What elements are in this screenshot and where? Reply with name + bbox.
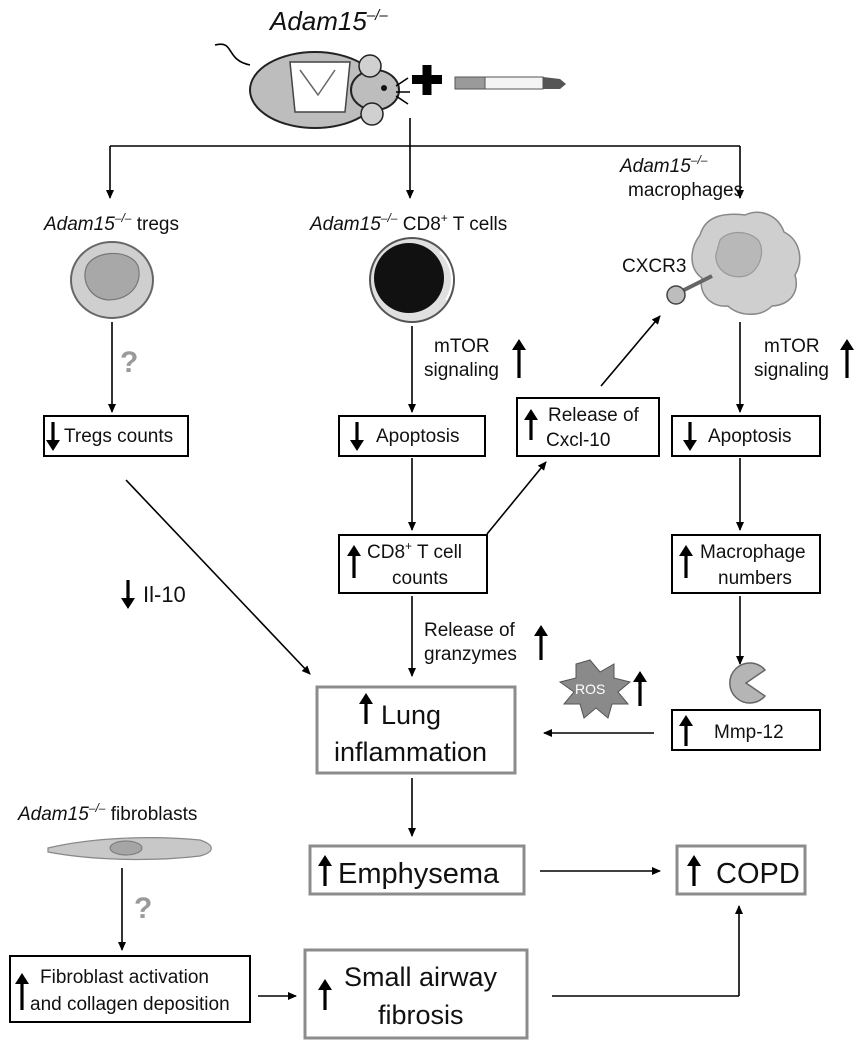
fibroblast-icon <box>47 837 212 861</box>
svg-text:Apoptosis: Apoptosis <box>708 426 791 447</box>
mtor-signaling-mac-line2: signaling <box>754 360 829 381</box>
svg-text:COPD: COPD <box>716 858 800 890</box>
mmp12-box: Mmp-12 <box>671 709 821 751</box>
svg-text:and collagen deposition: and collagen deposition <box>30 994 230 1015</box>
question-mark-fibroblasts: ? <box>134 892 152 925</box>
svg-text:Il-10: Il-10 <box>143 582 186 607</box>
diagram-title: Adam15–/– <box>268 6 388 36</box>
svg-text:CD8+ T cell: CD8+ T cell <box>367 539 462 563</box>
mtor-signaling-mac-line1: mTOR <box>764 336 820 357</box>
tregs-branch-label: Adam15–/– tregs <box>43 211 179 235</box>
copd-box: COPD <box>675 844 807 896</box>
fibroblast-activation-box: Fibroblast activation and collagen depos… <box>9 955 251 1023</box>
svg-text:numbers: numbers <box>718 568 792 589</box>
mtor-signaling-cd8-line1: mTOR <box>434 336 490 357</box>
up-arrow-icon <box>534 625 548 660</box>
release-cxcl10-box: Release of Cxcl-10 <box>516 397 660 457</box>
il10-label: Il-10 <box>121 580 186 609</box>
cigarette-icon <box>454 76 566 90</box>
release-granzymes-line1: Release of <box>424 620 516 641</box>
svg-text:fibrosis: fibrosis <box>378 1000 464 1030</box>
svg-text:Macrophage: Macrophage <box>700 542 806 563</box>
question-mark-tregs: ? <box>120 346 138 379</box>
svg-text:Apoptosis: Apoptosis <box>376 426 459 447</box>
cd8-counts-box: CD8+ T cell counts <box>338 534 488 594</box>
cxcr3-label: CXCR3 <box>622 256 686 277</box>
fibroblasts-label: Adam15–/– fibroblasts <box>17 801 197 825</box>
apoptosis-cd8-box: Apoptosis <box>338 415 486 457</box>
ros-starburst-icon: ROS <box>558 659 632 719</box>
svg-text:Small airway: Small airway <box>344 962 498 992</box>
treg-cell-icon <box>70 241 154 319</box>
macrophages-branch-gene: Adam15–/– <box>619 153 708 177</box>
lung-inflammation-box: Lung inflammation <box>315 685 517 775</box>
macrophages-branch-label: macrophages <box>628 180 743 201</box>
svg-text:Cxcl-10: Cxcl-10 <box>546 430 610 451</box>
svg-text:ROS: ROS <box>575 681 605 697</box>
small-airway-fibrosis-box: Small airway fibrosis <box>303 948 529 1040</box>
cd8-branch-label: Adam15–/– CD8+ T cells <box>309 211 507 235</box>
macrophage-icon <box>666 211 801 315</box>
up-arrow-icon <box>840 339 854 378</box>
mtor-signaling-cd8-line2: signaling <box>424 360 499 381</box>
mmp12-pacman-icon <box>729 662 767 704</box>
svg-text:Mmp-12: Mmp-12 <box>714 722 784 743</box>
apoptosis-mac-box: Apoptosis <box>671 415 821 457</box>
mouse-icon <box>214 43 410 129</box>
svg-text:inflammation: inflammation <box>334 737 487 767</box>
up-arrow-icon <box>512 339 526 378</box>
cd8-t-cell-icon <box>369 237 455 323</box>
tregs-counts-box: Tregs counts <box>43 415 189 457</box>
plus-icon <box>412 65 442 95</box>
svg-text:Emphysema: Emphysema <box>338 858 500 890</box>
up-arrow-icon <box>633 671 647 706</box>
svg-text:Lung: Lung <box>381 700 441 730</box>
emphysema-box: Emphysema <box>308 844 526 896</box>
release-granzymes-line2: granzymes <box>424 644 517 665</box>
macrophage-numbers-box: Macrophage numbers <box>671 534 821 594</box>
svg-text:Tregs counts: Tregs counts <box>64 426 173 447</box>
svg-text:Release of: Release of <box>548 405 640 426</box>
svg-text:counts: counts <box>392 568 448 589</box>
svg-text:Fibroblast activation: Fibroblast activation <box>40 967 209 988</box>
